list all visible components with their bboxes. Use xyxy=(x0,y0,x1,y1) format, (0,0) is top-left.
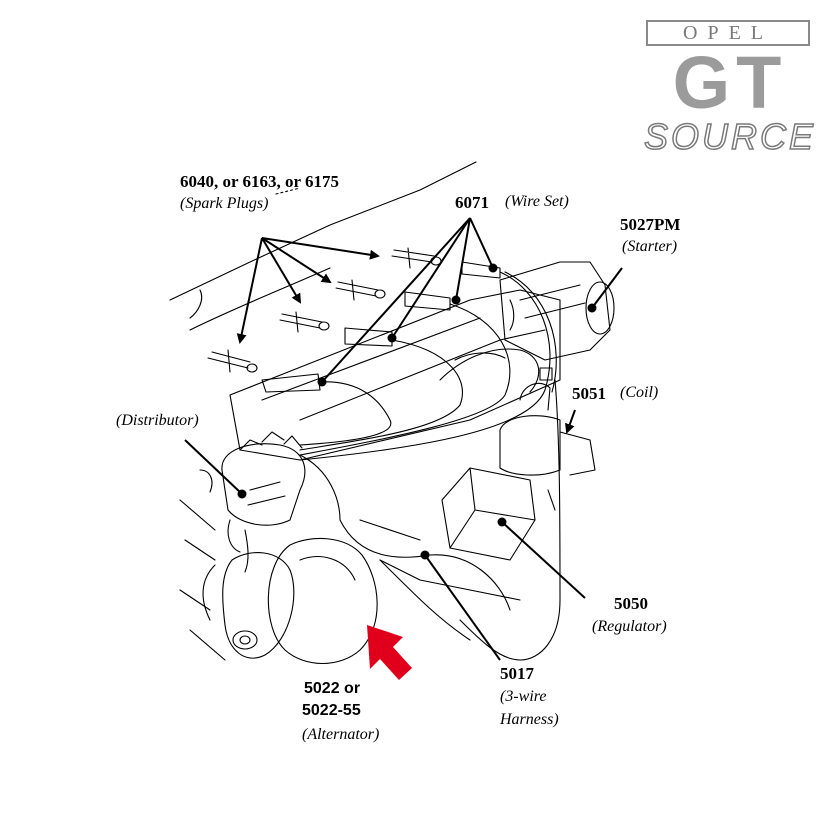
leader-wire-set-4 xyxy=(469,217,494,269)
alternator-body xyxy=(267,537,378,665)
leader-spark-plug-2 xyxy=(261,237,302,304)
alternator-pointer-arrow xyxy=(367,625,412,680)
spark-plug-1 xyxy=(207,349,258,373)
spark-plugs-part-number: 6040, or 6163, or 6175 xyxy=(180,172,339,191)
wire-set-part-number: 6071 xyxy=(455,193,489,212)
plug-boot-2 xyxy=(344,327,393,347)
logo-tagline: SOURCE xyxy=(643,116,817,158)
coil-label: (Coil) xyxy=(620,384,659,401)
leader-spark-plug-1 xyxy=(236,237,263,344)
leader-wire-set-2 xyxy=(391,217,471,339)
leader-wire-set-3 xyxy=(455,217,471,301)
distributor-cap xyxy=(221,443,306,526)
ignition-coil xyxy=(499,415,561,476)
leader-harness xyxy=(424,554,501,661)
wire-harness xyxy=(339,519,511,611)
wire-set-label: (Wire Set) xyxy=(505,193,569,210)
harness-label-line2: Harness) xyxy=(500,711,559,728)
plug-wire-3 xyxy=(299,303,511,456)
spark-plug-3 xyxy=(335,279,386,301)
plug-boot-3 xyxy=(404,291,451,311)
fender-outline xyxy=(169,161,477,301)
coil-part-number: 5051 xyxy=(572,384,606,403)
starter-motor xyxy=(499,261,611,361)
leader-regulator xyxy=(501,521,586,599)
leader-starter xyxy=(591,267,623,309)
valve-cover xyxy=(229,289,561,461)
leader-spark-plug-4 xyxy=(261,237,380,260)
leader-coil xyxy=(565,409,576,434)
plug-wire-1 xyxy=(299,381,392,446)
regulator-part-number: 5050 xyxy=(614,594,648,613)
logo-model: GT xyxy=(672,41,788,124)
harness-part-number: 5017 xyxy=(500,664,534,683)
spark-plug-2 xyxy=(279,311,330,333)
starter-label: (Starter) xyxy=(622,238,678,255)
spark-plugs-label: (Spark Plugs) xyxy=(180,195,269,212)
harness-label-line1: (3-wire xyxy=(500,688,547,705)
starter-part-number: 5027PM xyxy=(620,215,681,234)
leader-wire-set-1 xyxy=(321,217,471,383)
voltage-regulator xyxy=(441,467,536,561)
distributor-label: (Distributor) xyxy=(116,412,199,429)
alternator-part-number-line2: 5022-55 xyxy=(302,702,361,719)
alternator-label: (Alternator) xyxy=(302,726,380,743)
plug-wire-4 xyxy=(299,271,551,461)
plug-wire-2 xyxy=(299,339,464,451)
opel-logo-frame xyxy=(646,20,810,46)
plug-boot-1 xyxy=(261,373,321,393)
leader-spark-plug-3 xyxy=(261,237,332,284)
alternator-part-number-line1: 5022 or xyxy=(304,680,361,697)
logo-brand: OPEL xyxy=(683,22,773,44)
leader-distributor xyxy=(184,439,243,495)
regulator-label: (Regulator) xyxy=(592,618,667,635)
